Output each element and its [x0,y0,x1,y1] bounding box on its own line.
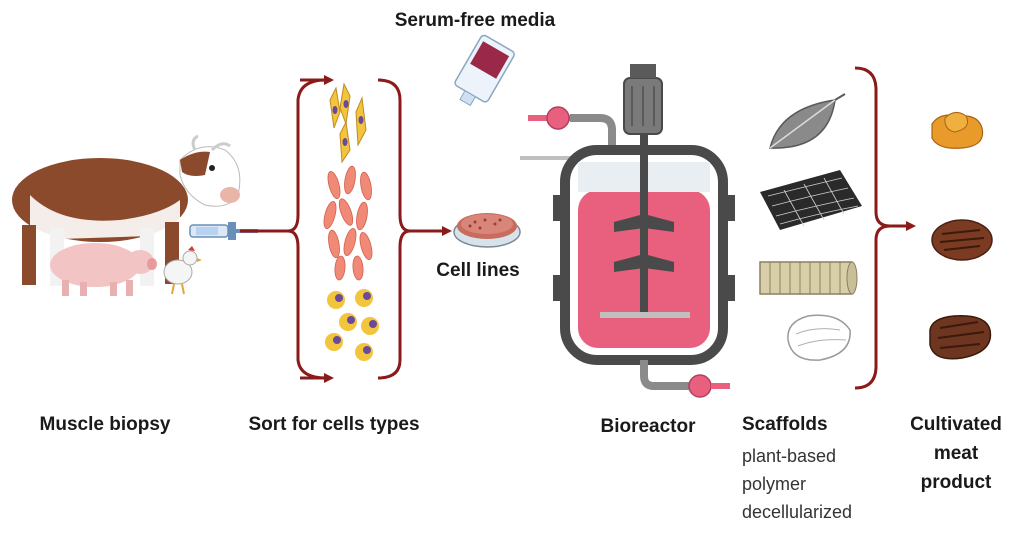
media-bottle-icon [454,34,515,107]
chicken-icon [163,246,202,295]
tissue-icon [787,314,851,361]
serum-free-media-label: Serum-free media [395,10,556,31]
fiber-mesh-icon [760,170,862,230]
scaffolds-label: Scaffolds [742,414,828,435]
muscle-biopsy-label: Muscle biopsy [40,414,171,435]
petri-dish-icon [453,213,521,248]
pig-icon [50,243,157,296]
sort-label: Sort for cells types [248,414,419,435]
product-label-line1: Cultivated [910,414,1002,435]
scaffold-type-plant: plant-based [742,446,836,466]
fibroblast-cells [329,82,367,164]
scaffold-type-polymer: polymer [742,474,806,494]
polymer-roll-icon [759,261,858,295]
muscle-cells [323,165,373,281]
scaffold-bracket [854,66,891,390]
sort-bracket-right [377,78,411,380]
bioreactor-icon [520,64,735,398]
leaf-icon [769,93,846,149]
sort-bracket-left [287,78,327,380]
patty-icon [931,219,993,261]
bioreactor-label: Bioreactor [600,416,696,437]
stem-cells [325,289,379,361]
product-label-line2: meat [934,443,979,464]
product-label-line3: product [921,472,992,493]
nugget-icon [931,112,984,149]
scaffold-type-decellularized: decellularized [742,502,852,522]
cell-lines-label: Cell lines [436,260,519,281]
steak-icon [929,315,992,360]
